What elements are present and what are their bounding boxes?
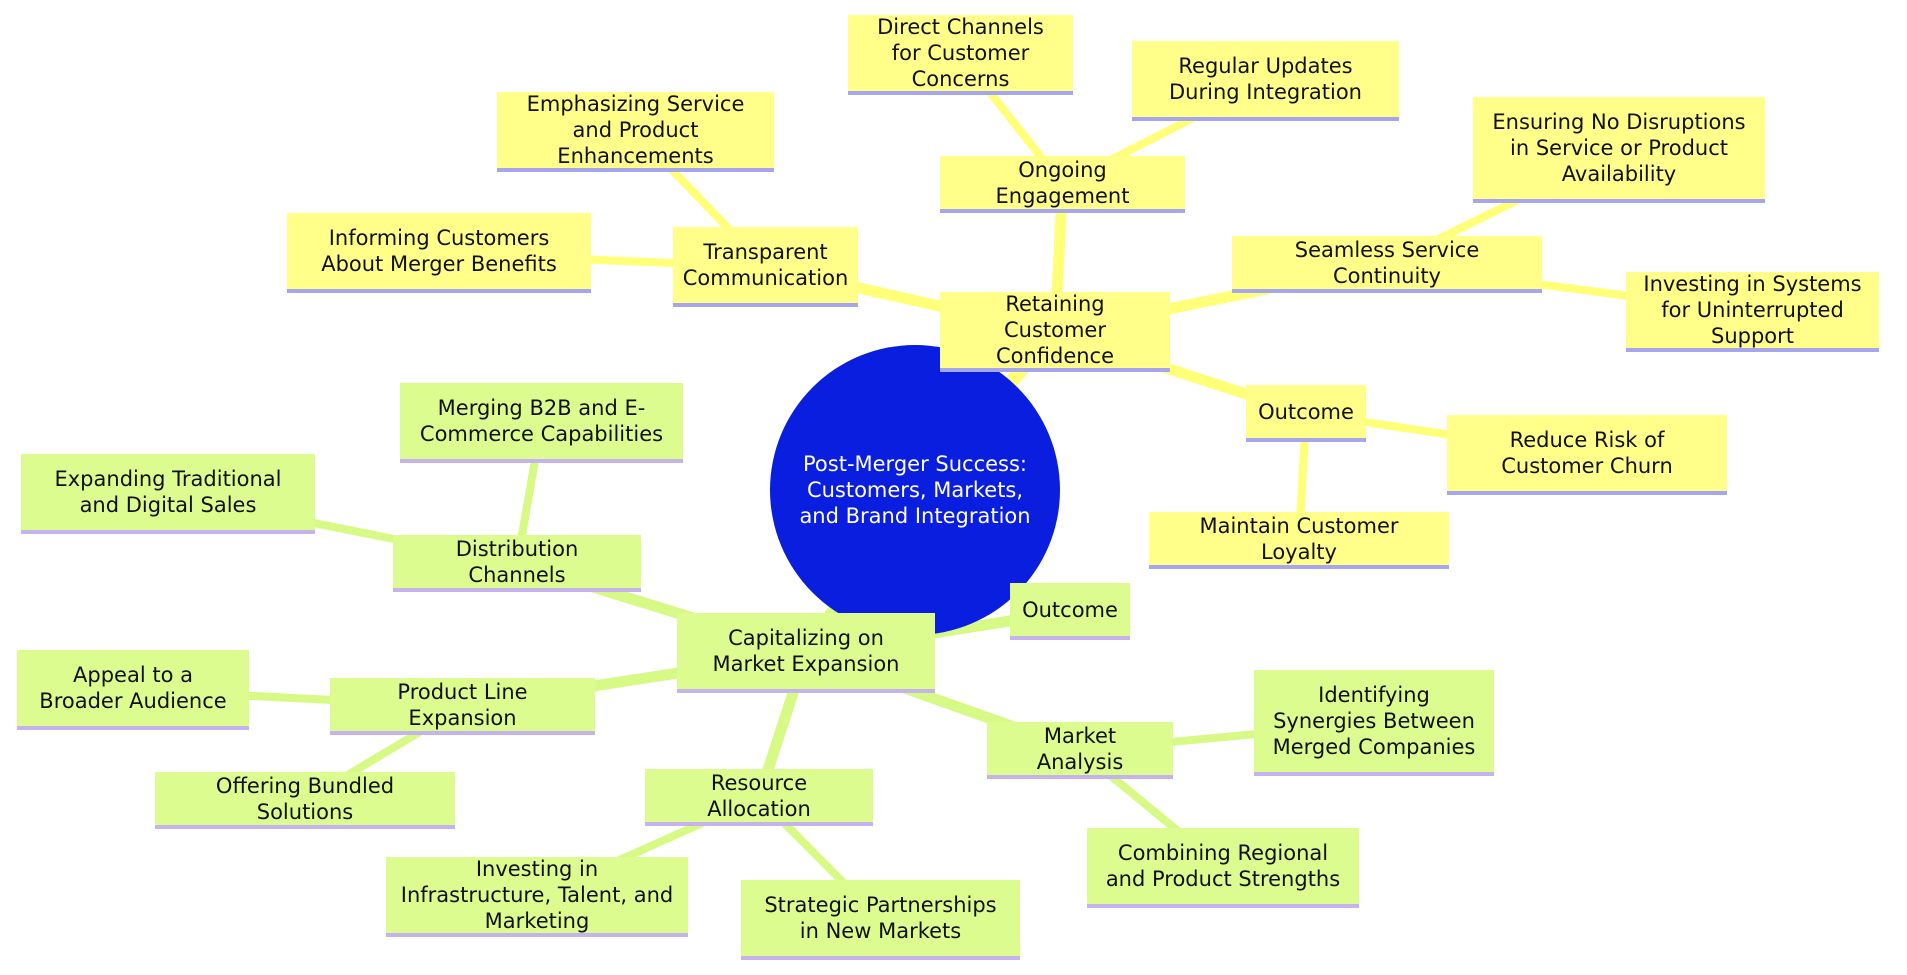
node-label: Product Line Expansion (397, 679, 528, 730)
node-label: Outcome (1258, 399, 1354, 424)
node-label: Expanding Traditional and Digital Sales (54, 467, 282, 517)
node-maintain-customer-loyalty: Maintain Customer Loyalty (1149, 512, 1449, 569)
node-label: Offering Bundled Solutions (215, 773, 395, 824)
node-label: Seamless Service Continuity (1294, 237, 1480, 288)
node-label: Combining Regional and Product Strengths (1105, 841, 1341, 891)
node-ongoing-engagement: Ongoing Engagement (940, 156, 1185, 213)
node-investing-in-infrastructure: Investing in Infrastructure, Talent, and… (386, 857, 688, 937)
node-label: Regular Updates During Integration (1169, 54, 1362, 104)
node-label: Market Analysis (1036, 723, 1124, 774)
node-label: Ensuring No Disruptions in Service or Pr… (1492, 110, 1746, 186)
node-label: Distribution Channels (455, 536, 579, 587)
node-regular-updates: Regular Updates During Integration (1132, 41, 1399, 121)
node-offering-bundled-solutions: Offering Bundled Solutions (155, 772, 455, 829)
node-identifying-synergies: Identifying Synergies Between Merged Com… (1254, 670, 1494, 776)
node-reduce-risk-of-churn: Reduce Risk of Customer Churn (1447, 415, 1727, 495)
node-label: Capitalizing on Market Expansion (712, 626, 900, 676)
node-label: Resource Allocation (707, 770, 811, 821)
node-label: Reduce Risk of Customer Churn (1501, 428, 1673, 478)
node-label: Investing in Infrastructure, Talent, and… (400, 857, 674, 933)
node-label: Strategic Partnerships in New Markets (764, 893, 997, 943)
root-label: Post-Merger Success: Customers, Markets,… (799, 452, 1031, 528)
node-emphasizing-service: Emphasizing Service and Product Enhancem… (497, 92, 774, 172)
node-customer-outcome: Outcome (1246, 385, 1366, 442)
node-retaining-customer-confidence: Retaining Customer Confidence (940, 292, 1170, 372)
node-label: Retaining Customer Confidence (995, 292, 1115, 368)
node-capitalizing-on-market-expansion: Capitalizing on Market Expansion (677, 613, 935, 693)
node-resource-allocation: Resource Allocation (645, 769, 873, 826)
node-label: Informing Customers About Merger Benefit… (321, 226, 557, 276)
node-label: Appeal to a Broader Audience (39, 663, 227, 713)
node-strategic-partnerships: Strategic Partnerships in New Markets (741, 880, 1020, 960)
node-label: Ongoing Engagement (995, 157, 1130, 208)
node-label: Transparent Communication (682, 240, 849, 290)
node-investing-in-systems: Investing in Systems for Uninterrupted S… (1626, 272, 1879, 352)
node-distribution-channels: Distribution Channels (393, 535, 641, 592)
root-node: Post-Merger Success: Customers, Markets,… (770, 345, 1060, 635)
node-market-analysis: Market Analysis (987, 722, 1173, 779)
node-appeal-to-broader-audience: Appeal to a Broader Audience (17, 650, 249, 730)
node-label: Maintain Customer Loyalty (1199, 513, 1399, 564)
node-combining-regional-strengths: Combining Regional and Product Strengths (1087, 828, 1359, 908)
node-label: Investing in Systems for Uninterrupted S… (1643, 272, 1862, 348)
node-label: Direct Channels for Customer Concerns (877, 15, 1044, 91)
node-label: Merging B2B and E-Commerce Capabilities (419, 396, 664, 446)
node-merging-b2b: Merging B2B and E-Commerce Capabilities (400, 383, 683, 463)
node-ensuring-no-disruptions: Ensuring No Disruptions in Service or Pr… (1473, 97, 1765, 203)
node-direct-channels: Direct Channels for Customer Concerns (848, 15, 1073, 95)
node-seamless-service-continuity: Seamless Service Continuity (1232, 236, 1542, 293)
node-product-line-expansion: Product Line Expansion (330, 678, 595, 735)
node-label: Emphasizing Service and Product Enhancem… (526, 92, 745, 168)
node-label: Outcome (1022, 597, 1118, 622)
node-market-outcome: Outcome (1010, 583, 1130, 640)
node-expanding-traditional-digital: Expanding Traditional and Digital Sales (21, 454, 315, 534)
node-transparent-communication: Transparent Communication (673, 227, 858, 307)
node-label: Identifying Synergies Between Merged Com… (1272, 683, 1476, 759)
node-informing-customers: Informing Customers About Merger Benefit… (287, 213, 591, 293)
